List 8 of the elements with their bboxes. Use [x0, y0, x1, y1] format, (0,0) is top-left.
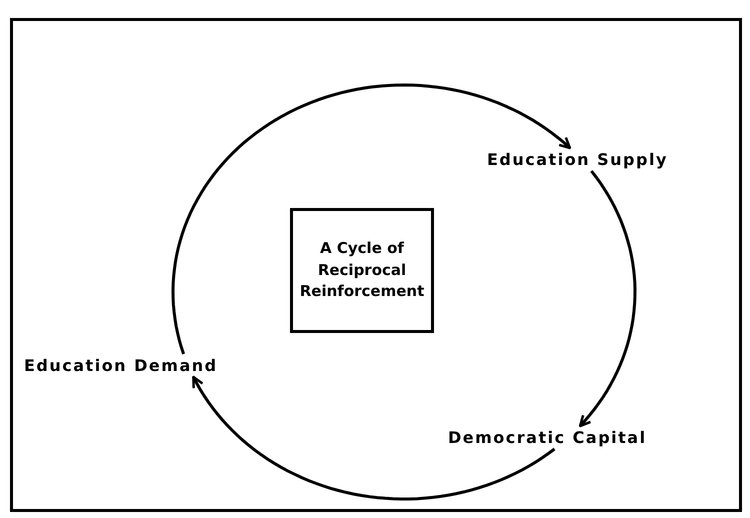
title-box: [290, 208, 434, 333]
box-text: A Cycle of Reciprocal Reinforcement: [299, 238, 425, 302]
curved-arrow: [172, 84, 572, 354]
curved-arrow: [192, 376, 556, 500]
cycle-label: Democratic Capital: [448, 426, 647, 449]
cycle-label: Education Supply: [487, 148, 668, 171]
curved-arrow: [578, 170, 636, 428]
cycle-label: Education Demand: [24, 354, 218, 377]
